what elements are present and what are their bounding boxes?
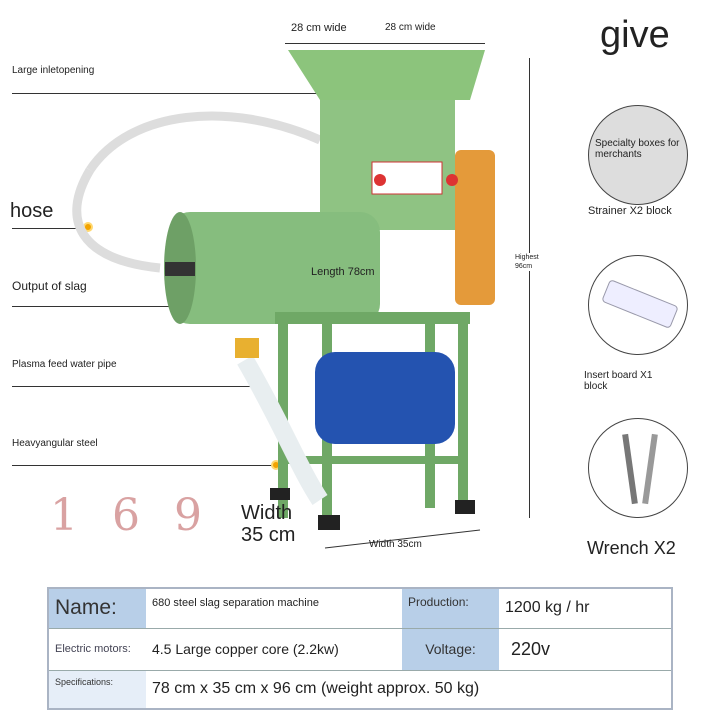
wrench-image bbox=[588, 418, 688, 518]
gift-wrench-label: Wrench X2 bbox=[587, 538, 676, 558]
hose bbox=[86, 111, 322, 173]
name-label: Name: bbox=[48, 588, 146, 628]
knob bbox=[446, 174, 458, 186]
top-width-label-right: 28 cm wide bbox=[385, 22, 436, 33]
slag-outlet bbox=[165, 262, 195, 276]
label-plasma: Plasma feed water pipe bbox=[12, 359, 117, 370]
table-row: Electric motors: 4.5 Large copper core (… bbox=[48, 627, 672, 670]
name-value: 680 steel slag separation machine bbox=[152, 597, 319, 609]
pointer-line bbox=[12, 306, 190, 307]
label-hose: hose bbox=[10, 200, 54, 222]
height-label: Highest 96cm bbox=[515, 253, 545, 271]
pipe-fitting bbox=[235, 338, 259, 358]
handwritten-number: 1 6 9 bbox=[50, 490, 212, 541]
width-big-label: Width 35 cm bbox=[241, 502, 296, 546]
pointer-line bbox=[12, 386, 262, 387]
foot bbox=[318, 515, 340, 530]
gift-strainer-label: Strainer X2 block bbox=[588, 205, 672, 217]
insert-board-image bbox=[588, 255, 688, 355]
height-dimension-line bbox=[529, 58, 530, 518]
table-row: Name: 680 steel slag separation machine … bbox=[48, 588, 672, 628]
width-bottom-label: Width 35cm bbox=[369, 539, 422, 550]
give-heading: give bbox=[600, 14, 670, 56]
width-dimension-line-bottom bbox=[324, 529, 481, 549]
voltage-value: 220v bbox=[499, 627, 672, 670]
wrench-icon bbox=[642, 433, 658, 505]
motor-cover bbox=[455, 150, 495, 305]
spec-table: Name: 680 steel slag separation machine … bbox=[47, 587, 673, 710]
wrench-icon bbox=[622, 433, 638, 505]
motor-label: Electric motors: bbox=[48, 627, 146, 670]
table-row: Specifications: 78 cm x 35 cm x 96 cm (w… bbox=[48, 669, 672, 709]
label-steel: Heavyangular steel bbox=[12, 438, 98, 449]
width-dimension-line bbox=[285, 43, 485, 44]
label-slag: Output of slag bbox=[12, 279, 87, 293]
foot bbox=[270, 488, 290, 500]
voltage-label: Voltage: bbox=[402, 627, 499, 670]
stand-brace bbox=[280, 456, 465, 464]
stand-leg bbox=[458, 318, 468, 508]
length-label: Length 78cm bbox=[311, 266, 375, 278]
gift-board-label: Insert board X1 block bbox=[584, 370, 653, 392]
pointer-line bbox=[12, 465, 276, 466]
panel-text: Specialty boxes for merchants bbox=[595, 138, 680, 160]
power-strip-icon bbox=[601, 279, 679, 329]
motor-value: 4.5 Large copper core (2.2kw) bbox=[146, 627, 402, 670]
spec-value: 78 cm x 35 cm x 96 cm (weight approx. 50… bbox=[146, 669, 672, 709]
spec-label: Specifications: bbox=[48, 669, 146, 709]
pointer-line bbox=[12, 93, 324, 94]
stand-top bbox=[275, 312, 470, 324]
pointer-line bbox=[12, 228, 88, 229]
production-value: 1200 kg / hr bbox=[505, 599, 590, 617]
hose bbox=[72, 167, 161, 273]
foot bbox=[455, 500, 475, 514]
production-label: Production: bbox=[402, 588, 499, 628]
electric-motor bbox=[315, 352, 455, 444]
hopper bbox=[288, 50, 485, 100]
strainer-image: Specialty boxes for merchants bbox=[588, 105, 688, 205]
knob bbox=[374, 174, 386, 186]
label-inlet: Large inletopening bbox=[12, 65, 95, 76]
water-pipe bbox=[237, 355, 328, 505]
cylinder bbox=[170, 212, 380, 324]
top-width-label-left: 28 cm wide bbox=[291, 22, 347, 34]
